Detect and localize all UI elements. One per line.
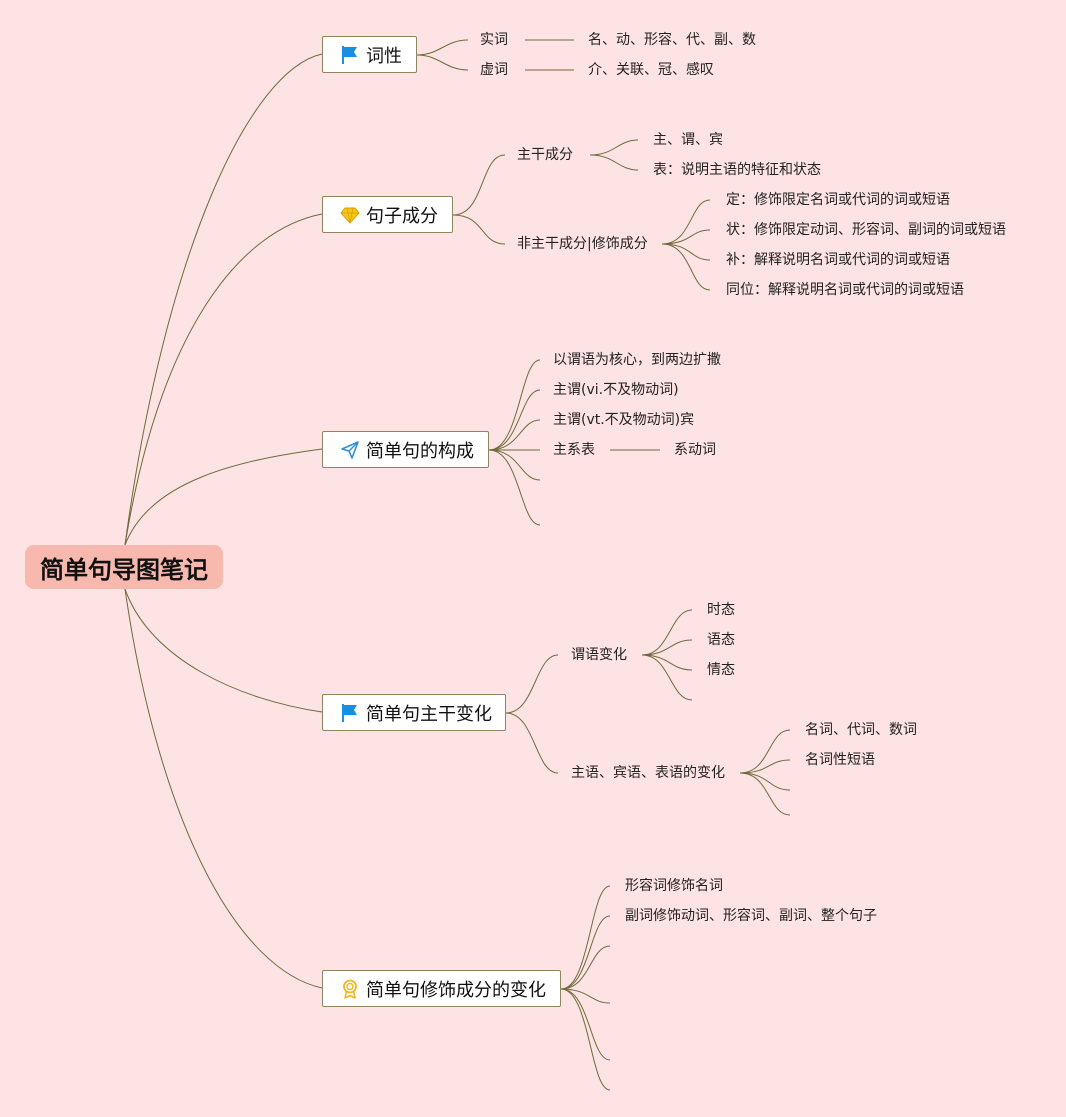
node-zhu-bin-biao-bian-hua[interactable]: 主语、宾语、表语的变化 xyxy=(571,765,725,781)
award-ribbon-icon xyxy=(340,979,360,999)
node-xu-ci-detail[interactable]: 介、关联、冠、感叹 xyxy=(588,62,714,78)
topic-gou-cheng-label: 简单句的构成 xyxy=(366,440,474,462)
topic-xiu-shi-bian-hua-label: 简单句修饰成分的变化 xyxy=(366,979,546,1001)
root-topic[interactable]: 简单句导图笔记 xyxy=(25,545,223,589)
node-gou-cheng-2[interactable]: 主谓(vi.不及物动词) xyxy=(553,382,679,398)
node-ding[interactable]: 定：修饰限定名词或代词的词或短语 xyxy=(726,192,950,208)
topic-gou-cheng[interactable]: 简单句的构成 xyxy=(322,431,489,468)
node-ming-ci-xing-duan-yu[interactable]: 名词性短语 xyxy=(805,752,875,768)
node-xu-ci[interactable]: 虚词 xyxy=(480,62,508,78)
diamond-icon xyxy=(340,205,360,225)
node-wei-yu-bian-hua[interactable]: 谓语变化 xyxy=(571,647,627,663)
topic-ci-xing-label: 词性 xyxy=(366,45,402,67)
node-xi-dong-ci[interactable]: 系动词 xyxy=(674,442,716,458)
node-fu-ci-xiu-shi[interactable]: 副词修饰动词、形容词、副词、整个句子 xyxy=(625,908,877,924)
node-yu-tai[interactable]: 语态 xyxy=(707,632,735,648)
topic-ci-xing[interactable]: 词性 xyxy=(322,36,417,73)
topic-ju-zi-cheng-fen-label: 句子成分 xyxy=(366,205,438,227)
node-zhuang[interactable]: 状：修饰限定动词、形容词、副词的词或短语 xyxy=(726,222,1006,238)
node-shi-tai[interactable]: 时态 xyxy=(707,602,735,618)
node-tong-wei[interactable]: 同位：解释说明名词或代词的词或短语 xyxy=(726,282,964,298)
node-fei-zhu-gan-cheng-fen[interactable]: 非主干成分|修饰成分 xyxy=(517,236,648,252)
node-shi-ci-detail[interactable]: 名、动、形容、代、副、数 xyxy=(588,32,756,48)
node-shi-ci[interactable]: 实词 xyxy=(480,32,508,48)
topic-ju-zi-cheng-fen[interactable]: 句子成分 xyxy=(322,196,453,233)
node-zhu-wei-bin[interactable]: 主、谓、宾 xyxy=(653,132,723,148)
node-bu[interactable]: 补：解释说明名词或代词的词或短语 xyxy=(726,252,950,268)
topic-zhu-gan-bian-hua-label: 简单句主干变化 xyxy=(366,703,492,725)
topic-zhu-gan-bian-hua[interactable]: 简单句主干变化 xyxy=(322,694,506,731)
node-zhu-xi-biao[interactable]: 主系表 xyxy=(553,442,595,458)
node-xing-rong-ci-xiu-shi[interactable]: 形容词修饰名词 xyxy=(625,878,723,894)
root-topic-label: 简单句导图笔记 xyxy=(40,555,208,584)
node-biao[interactable]: 表：说明主语的特征和状态 xyxy=(653,162,821,178)
node-qing-tai[interactable]: 情态 xyxy=(707,662,735,678)
node-zhu-gan-cheng-fen[interactable]: 主干成分 xyxy=(517,147,573,163)
node-ming-ci-dai-ci-shu-ci[interactable]: 名词、代词、数词 xyxy=(805,722,917,738)
node-gou-cheng-3[interactable]: 主谓(vt.不及物动词)宾 xyxy=(553,412,695,428)
topic-xiu-shi-bian-hua[interactable]: 简单句修饰成分的变化 xyxy=(322,970,561,1007)
paper-plane-icon xyxy=(340,440,360,460)
node-gou-cheng-1[interactable]: 以谓语为核心，到两边扩撒 xyxy=(553,352,721,368)
blue-flag-icon xyxy=(340,45,360,65)
blue-flag-icon xyxy=(340,703,360,723)
